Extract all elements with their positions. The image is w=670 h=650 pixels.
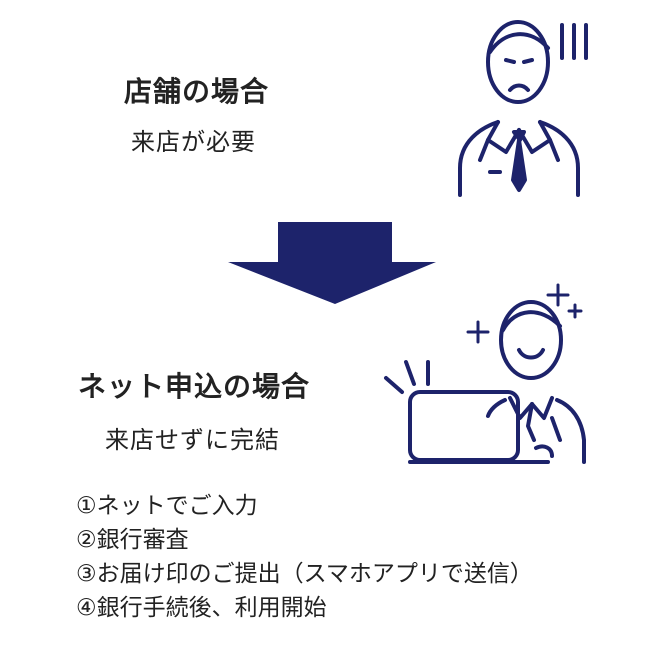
step-4: ④銀行手続後、利用開始 [76, 595, 327, 621]
step-1: ①ネットでご入力 [76, 493, 258, 519]
online-title: ネット申込の場合 [78, 370, 311, 403]
step-3: ③お届け印のご提出（スマホアプリで送信） [76, 561, 533, 587]
steps-list: ①ネットでご入力 ②銀行審査 ③お届け印のご提出（スマホアプリで送信） ④銀行手… [76, 489, 533, 625]
store-title: 店舗の場合 [124, 75, 270, 108]
store-subtitle: 来店が必要 [131, 128, 256, 156]
online-subtitle: 来店せずに完結 [105, 426, 280, 454]
step-2: ②銀行審査 [76, 527, 189, 553]
